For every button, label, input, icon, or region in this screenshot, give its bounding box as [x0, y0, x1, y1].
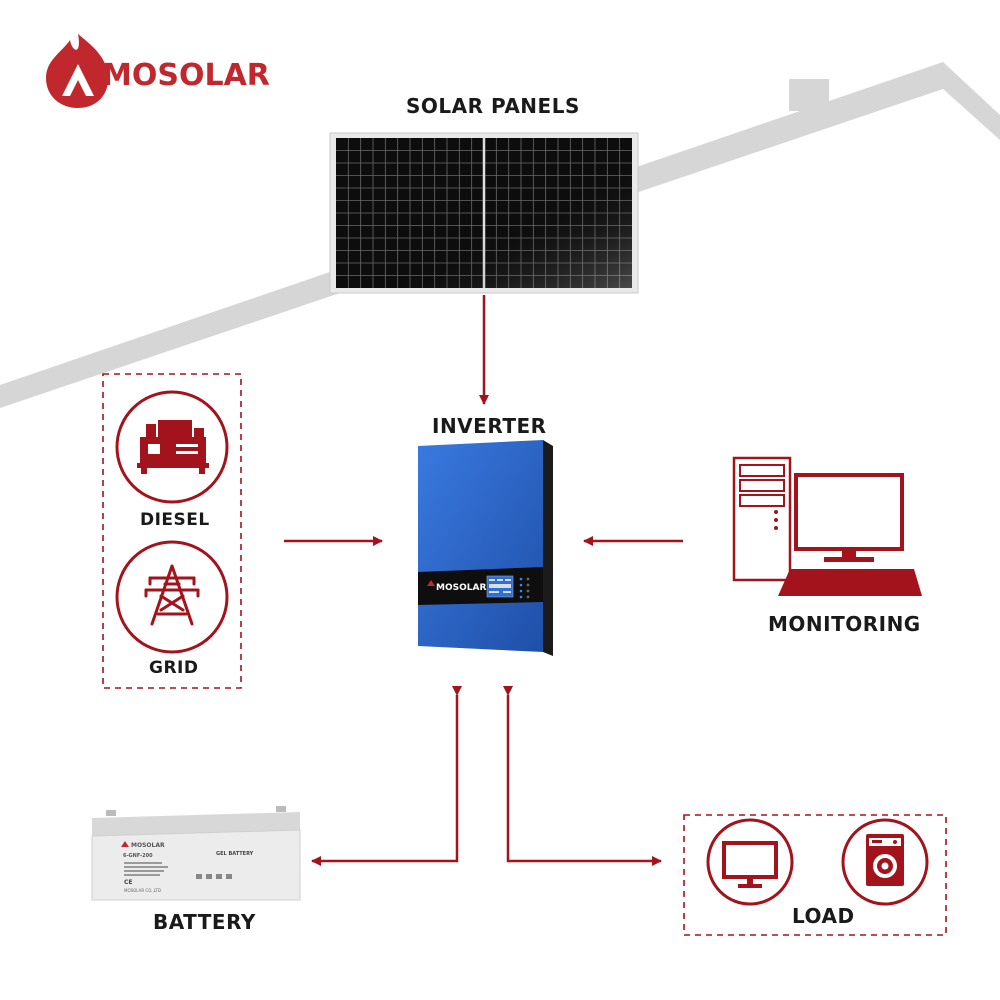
- grid-label: GRID: [149, 658, 199, 678]
- brand-name: MOSOLAR: [102, 58, 270, 93]
- load-group-box: [683, 814, 947, 936]
- battery-icon: [91, 806, 301, 901]
- computer-tower-icon: [732, 456, 792, 582]
- flow-arrows: [284, 295, 683, 866]
- source-group-box: [102, 373, 242, 689]
- load-label: LOAD: [792, 904, 855, 928]
- solar-panel-icon: [329, 132, 639, 294]
- keyboard-icon: [778, 569, 922, 596]
- monitor-icon: [794, 473, 904, 562]
- monitoring-label: MONITORING: [768, 612, 921, 636]
- diesel-label: DIESEL: [140, 510, 210, 530]
- brand-logo: MOSOLAR: [38, 22, 288, 112]
- tv-icon: [722, 841, 778, 888]
- battery-type-text: GEL BATTERY: [216, 851, 254, 857]
- diesel-generator-icon: [137, 420, 209, 474]
- battery-maker-text: MOSOLAR CO.,LTD: [124, 888, 161, 893]
- washing-machine-icon: [866, 834, 904, 886]
- battery-brand-text: MOSOLAR: [131, 842, 165, 849]
- inverter-label: INVERTER: [432, 414, 547, 438]
- arrow-load-link: [503, 686, 662, 866]
- battery-model-text: 6-GNF-200: [123, 853, 153, 859]
- inverter-icon: [418, 440, 553, 656]
- battery-label: BATTERY: [153, 910, 256, 934]
- arrow-battery-link: [311, 686, 462, 866]
- solar-panels-label: SOLAR PANELS: [406, 94, 580, 118]
- inverter-brand-text: MOSOLAR: [436, 583, 486, 593]
- power-tower-icon: [144, 564, 200, 626]
- flame-logo-icon: [46, 34, 109, 108]
- battery-ce-text: CE: [124, 879, 133, 886]
